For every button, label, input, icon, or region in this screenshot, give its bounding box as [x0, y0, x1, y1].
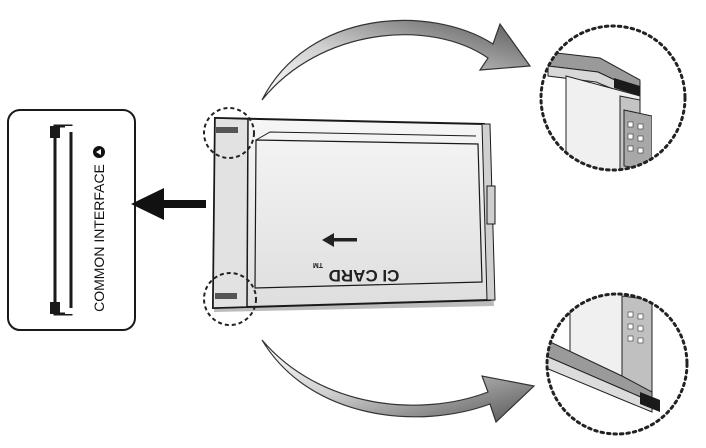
zoom-detail-bottom — [545, 292, 689, 436]
ci-slot-symbol-icon — [93, 146, 105, 158]
curved-arrow-bottom-icon — [261, 339, 536, 424]
curved-arrow-top-icon — [261, 19, 532, 101]
corner-highlight-top — [203, 107, 255, 159]
insert-arrow-icon — [131, 188, 206, 220]
zoom-detail-top — [539, 24, 687, 172]
common-interface-label: COMMON INTERFACE — [91, 164, 107, 312]
trademark-mark: TM — [313, 261, 323, 268]
corner-highlight-bottom — [203, 272, 257, 326]
ci-card: CI CARD TM — [211, 116, 496, 312]
common-interface-slot-panel: COMMON INTERFACE — [7, 109, 136, 331]
ci-card-label: CI CARD — [329, 266, 400, 285]
left-arrow-icon — [322, 233, 357, 247]
slot-opening — [50, 124, 74, 316]
